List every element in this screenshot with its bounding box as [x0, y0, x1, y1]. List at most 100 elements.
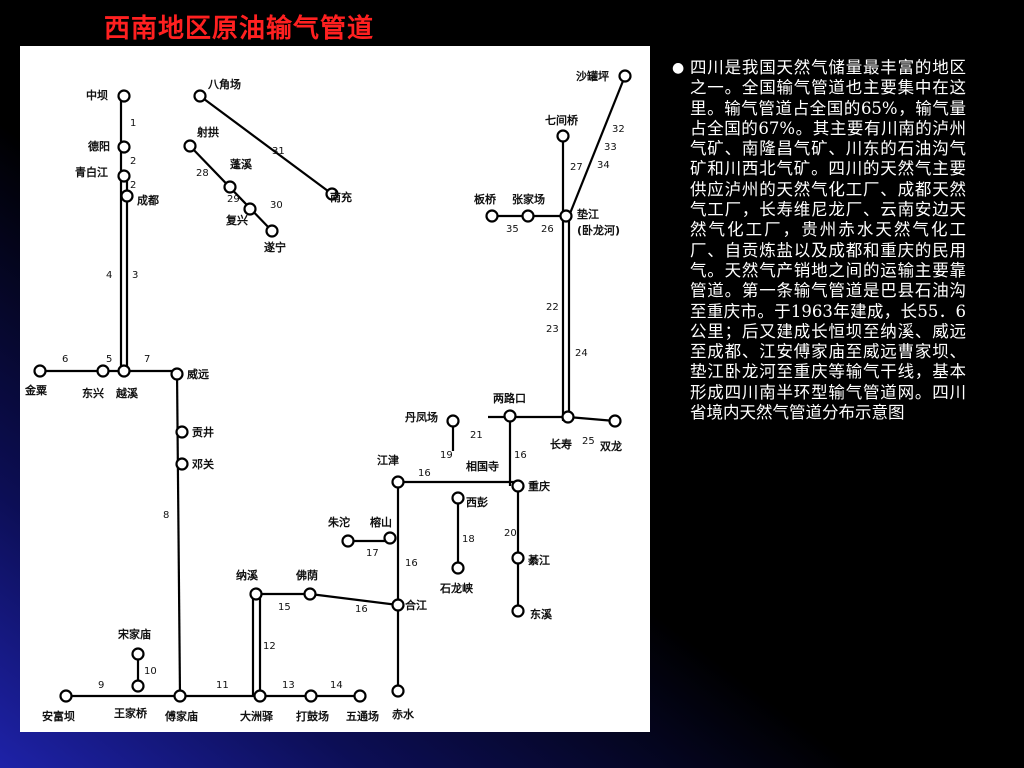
station-label: 射拱 — [196, 125, 219, 139]
station-node — [304, 689, 318, 703]
station-node — [170, 367, 184, 381]
line-number: 1 — [130, 118, 136, 129]
station-label: 双龙 — [600, 439, 622, 453]
station-node — [175, 425, 189, 439]
station-label: 榕山 — [370, 515, 392, 529]
station-label: 西彭 — [466, 495, 488, 509]
station-label: 相国寺 — [466, 459, 499, 473]
station-node — [173, 689, 187, 703]
station-label: 江津 — [377, 453, 399, 467]
line-number: 9 — [98, 680, 104, 691]
station-node — [33, 364, 47, 378]
line-number: 27 — [570, 162, 583, 173]
station-label: 复兴 — [225, 213, 248, 227]
station-node — [131, 679, 145, 693]
station-node — [117, 140, 131, 154]
line-number: 35 — [506, 224, 519, 235]
station-node — [511, 604, 525, 618]
line-number: 6 — [62, 354, 68, 365]
line-number: 30 — [270, 200, 283, 211]
line-number: 22 — [546, 302, 559, 313]
line-number: 26 — [541, 224, 554, 235]
line-number: 21 — [470, 430, 483, 441]
line-number: 24 — [575, 348, 588, 359]
pipeline-map: 中坝 德阳 青白江 成都 金粟 东兴 越溪 威远 贡井 邓关 宋家庙 安富坝 王… — [20, 46, 650, 732]
station-node — [485, 209, 499, 223]
line-number: 34 — [597, 160, 610, 171]
line-number: 16 — [405, 558, 418, 569]
line-number: 16 — [418, 468, 431, 479]
notes-paragraph: 四川是我国天然气储量最丰富的地区之一。全国输气管道也主要集中在这里。输气管道占全… — [690, 58, 966, 423]
station-node — [175, 457, 189, 471]
line-number: 32 — [612, 124, 625, 135]
station-label: 重庆 — [528, 479, 550, 493]
station-node — [223, 180, 237, 194]
station-label: 沙罐坪 — [576, 69, 609, 83]
line-number: 8 — [163, 510, 169, 521]
station-node — [451, 561, 465, 575]
line-number: 15 — [278, 602, 291, 613]
bullet-dot-icon: ● — [672, 60, 685, 76]
station-label: 大洲驿 — [240, 709, 274, 723]
station-node — [193, 89, 207, 103]
station-label: 宋家庙 — [117, 627, 151, 641]
station-label: 五通场 — [346, 709, 379, 723]
line-number: 31 — [272, 146, 285, 157]
station-label: 长寿 — [550, 437, 572, 451]
station-node — [511, 479, 525, 493]
station-label: 傅家庙 — [164, 709, 198, 723]
line-number: 28 — [196, 168, 209, 179]
line-number: 16 — [514, 450, 527, 461]
station-label: 安富坝 — [42, 709, 75, 723]
station-label: 蓬溪 — [230, 157, 253, 171]
line-number: 14 — [330, 680, 343, 691]
station-label: 赤水 — [392, 707, 415, 721]
station-node — [559, 209, 573, 223]
station-label: 金粟 — [24, 383, 48, 397]
line-number: 4 — [106, 270, 112, 281]
line-number: 7 — [144, 354, 150, 365]
station-node — [446, 414, 460, 428]
line-number: 2 — [130, 180, 136, 191]
line-number: 12 — [263, 641, 276, 652]
station-label: 佛荫 — [295, 568, 318, 582]
station-label: 石龙峡 — [439, 581, 474, 595]
line-number: 18 — [462, 534, 475, 545]
line-number: 20 — [504, 528, 517, 539]
station-label: 邓关 — [192, 457, 214, 471]
station-node — [383, 531, 397, 545]
station-node — [451, 491, 465, 505]
line-number: 2 — [130, 156, 136, 167]
slide-notes: ● 四川是我国天然气储量最丰富的地区之一。全国输气管道也主要集中在这里。输气管道… — [672, 58, 966, 423]
station-node — [521, 209, 535, 223]
line-number: 29 — [227, 194, 240, 205]
station-node — [120, 189, 134, 203]
line-number: 10 — [144, 666, 157, 677]
line-number: 23 — [546, 324, 559, 335]
station-label: 合江 — [405, 598, 427, 612]
station-label: 越溪 — [115, 386, 139, 400]
station-label: 王家桥 — [114, 706, 148, 720]
line-number: 19 — [440, 450, 453, 461]
slide-title: 西南地区原油输气管道 — [104, 14, 375, 44]
station-label: 中坝 — [86, 88, 108, 102]
station-node — [556, 129, 570, 143]
station-label: 八角场 — [207, 77, 241, 91]
station-label: 七间桥 — [545, 113, 579, 127]
station-node — [59, 689, 73, 703]
station-node — [391, 684, 405, 698]
station-label: 遂宁 — [264, 240, 286, 254]
station-node — [561, 410, 575, 424]
station-node — [353, 689, 367, 703]
station-label: 成都 — [137, 193, 159, 207]
station-node — [117, 364, 131, 378]
line-number: 5 — [106, 354, 112, 365]
station-node — [341, 534, 355, 548]
station-node — [253, 689, 267, 703]
line-number: 11 — [216, 680, 229, 691]
station-node — [391, 475, 405, 489]
station-label: 纳溪 — [236, 568, 259, 582]
station-node — [391, 598, 405, 612]
station-node — [265, 224, 279, 238]
station-node — [117, 169, 131, 183]
